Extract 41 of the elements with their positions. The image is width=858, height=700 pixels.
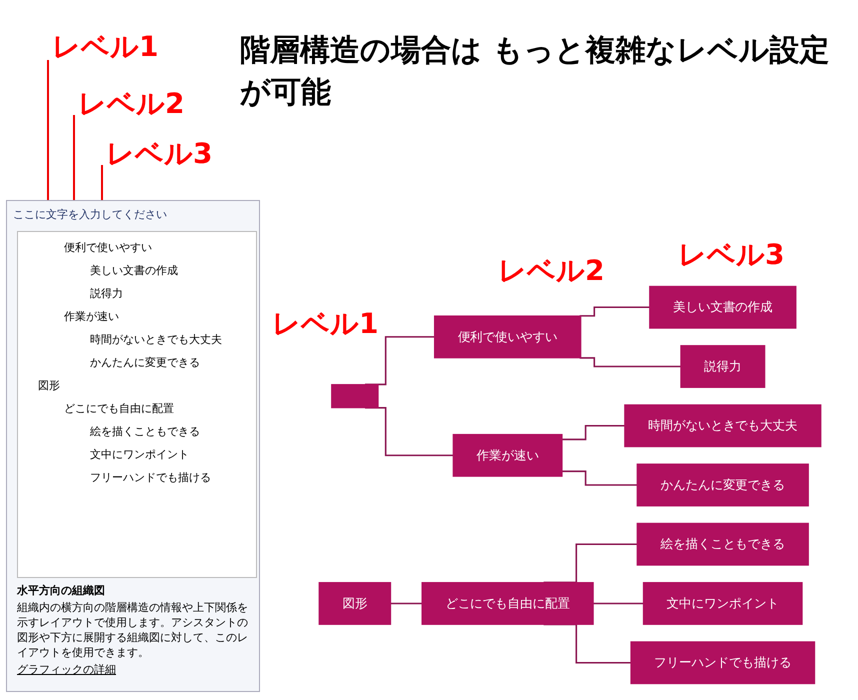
level-label: レベル1 — [52, 29, 158, 65]
node-box: 便利で使いやすい — [434, 315, 582, 358]
list-item: フリーハンドでも描ける — [89, 470, 212, 485]
node-box: 絵を描くこともできる — [636, 522, 809, 566]
connector — [365, 407, 454, 456]
level-label: レベル2 — [498, 253, 604, 289]
node-box: 図形 — [318, 582, 392, 625]
node-box: かんたんに変更できる — [636, 464, 809, 506]
heading: 階層構造の場合は もっと複雑なレベル設定が可能 — [240, 32, 830, 112]
details-link: グラフィックの詳細 — [17, 662, 117, 677]
connector — [390, 602, 422, 604]
node-box: フリーハンドでも描ける — [630, 641, 816, 684]
pane-header: ここに文字を入力してください — [12, 207, 168, 223]
node-box: どこにでも自由に配置 — [422, 582, 594, 625]
list-item: 時間がないときでも大丈夫 — [89, 332, 223, 347]
layout-name: 水平方向の組織図 — [17, 583, 106, 598]
node-box: 作業が速い — [452, 434, 563, 477]
list-item: どこにでも自由に配置 — [63, 401, 175, 416]
level-label: レベル3 — [106, 136, 212, 172]
connector — [593, 602, 644, 604]
list-item: 便利で使いやすい — [63, 240, 153, 255]
node-box: 美しい文書の作成 — [649, 286, 796, 329]
connector — [562, 424, 625, 440]
list-item: 絵を描くこともできる — [89, 424, 201, 439]
list-item: 説得力 — [89, 286, 124, 301]
list-item: 美しい文書の作成 — [89, 263, 179, 278]
level-label: レベル3 — [678, 237, 784, 273]
node-box — [331, 384, 379, 408]
description: 組織内の横方向の階層構造の情報や上下関係を示すレイアウトで使用します。アシスタントの図形や下方に展開する組織図に対して、このレイアウトを使用できます。 — [17, 600, 249, 660]
connector — [580, 306, 650, 317]
list-item: 図形 — [37, 378, 61, 393]
list-item: 文中にワンポイント — [89, 447, 190, 462]
level-label: レベル2 — [78, 86, 184, 122]
level-label: レベル1 — [272, 306, 378, 342]
node-box: 説得力 — [680, 345, 766, 388]
node-box: 文中にワンポイント — [642, 582, 803, 625]
list-item: 作業が速い — [63, 309, 120, 324]
connector — [580, 357, 681, 368]
connector — [562, 470, 638, 486]
list-item: かんたんに変更できる — [89, 355, 201, 370]
node-box: 時間がないときでも大丈夫 — [624, 404, 822, 448]
